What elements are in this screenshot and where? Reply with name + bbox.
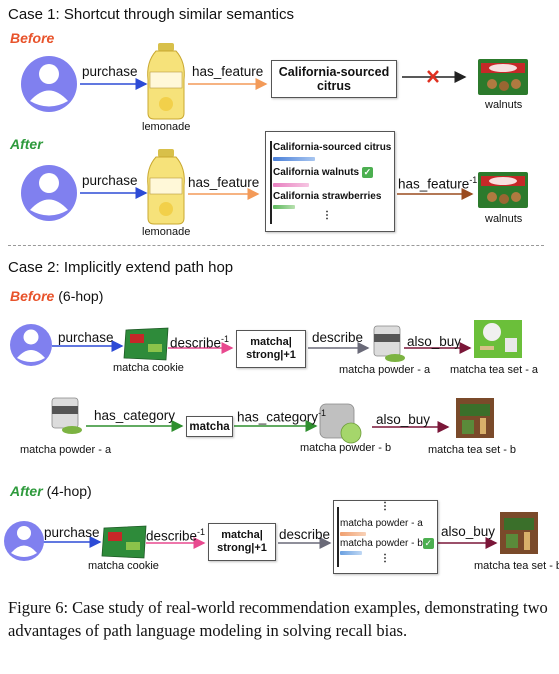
item-matcha-tea-set-a: matcha tea set - a — [450, 364, 539, 376]
case2-after-tag: After (4-hop) — [10, 483, 92, 499]
feature-list: California-sourced citrus California wal… — [265, 131, 395, 232]
category-box: matcha — [186, 416, 233, 437]
list-ellipsis: ⋮ — [380, 553, 390, 564]
matcha-tea-set-icon — [456, 398, 494, 438]
rel-describe-inverse: describe-1 — [170, 334, 230, 351]
item-matcha-tea-set-b: matcha tea set - b — [474, 560, 559, 572]
item-matcha-powder-b: matcha powder - b — [300, 442, 392, 454]
list-ellipsis: ⋮ — [380, 501, 390, 512]
tag-box: matcha| strong|+1 — [236, 330, 306, 368]
matcha-powder-icon — [51, 397, 82, 434]
rel-describe: describe — [312, 330, 364, 345]
rel-has-feature-inverse: has_feature-1 — [398, 175, 478, 192]
list-bar — [273, 157, 315, 161]
case2-before-tag: Before (6-hop) — [10, 288, 104, 304]
matcha-powder-icon — [373, 325, 405, 362]
rel-describe-inverse: describe-1 — [146, 527, 206, 544]
tag-box: matcha| strong|+1 — [208, 523, 276, 561]
section-divider — [8, 245, 544, 246]
list-item: matcha powder - b✓ — [340, 538, 434, 550]
list-bar — [340, 532, 366, 536]
check-icon: ✓ — [422, 538, 434, 549]
lemonade-bottle-icon — [147, 149, 185, 225]
rel-has-feature: has_feature — [192, 64, 264, 79]
matcha-powder-icon — [319, 403, 362, 444]
rel-has-feature: has_feature — [188, 175, 260, 190]
check-icon: ✓ — [361, 167, 373, 178]
list-item: California-sourced citrus — [273, 142, 392, 153]
user-avatar-icon — [10, 324, 52, 366]
item-matcha-powder-a: matcha powder - a — [20, 444, 112, 456]
rel-purchase: purchase — [58, 330, 114, 345]
item-walnuts: walnuts — [485, 213, 523, 225]
powder-list: ⋮ matcha powder - a matcha powder - b✓ ⋮ — [333, 500, 438, 574]
item-lemonade: lemonade — [142, 121, 191, 133]
rel-also-buy: also_buy — [441, 524, 496, 539]
item-matcha-powder-a: matcha powder - a — [339, 364, 431, 376]
rel-has-category-inverse: has_category-1 — [237, 408, 327, 425]
rel-also-buy: also_buy — [407, 334, 462, 349]
rel-describe: describe — [279, 527, 331, 542]
rel-purchase: purchase — [82, 173, 138, 188]
matcha-cookie-icon — [123, 327, 169, 361]
cross-icon — [427, 70, 439, 83]
case1-after-tag: After — [10, 136, 43, 152]
list-item: California walnuts ✓ — [273, 167, 373, 179]
rel-purchase: purchase — [44, 525, 100, 540]
case2-title: Case 2: Implicitly extend path hop — [8, 259, 234, 276]
item-walnuts: walnuts — [485, 99, 523, 111]
user-avatar-icon — [21, 165, 77, 221]
walnuts-bag-icon — [478, 172, 528, 208]
list-rail — [270, 141, 272, 224]
walnuts-bag-icon — [478, 59, 528, 95]
list-ellipsis: ⋮ — [322, 210, 332, 221]
rel-purchase: purchase — [82, 64, 138, 79]
case1-before-tag: Before — [10, 30, 55, 46]
user-avatar-icon — [21, 56, 77, 112]
matcha-tea-set-icon — [474, 320, 522, 358]
list-rail — [337, 507, 339, 567]
list-bar — [273, 205, 295, 209]
feature-box: California-sourced citrus — [271, 60, 397, 98]
rel-has-category: has_category — [94, 408, 176, 423]
figure-caption: Figure 6: Case study of real-world recom… — [8, 598, 548, 640]
list-bar — [340, 551, 362, 555]
item-matcha-cookie: matcha cookie — [113, 362, 184, 374]
list-item: California strawberries — [273, 191, 382, 202]
item-matcha-tea-set-b: matcha tea set - b — [428, 444, 517, 456]
list-item: matcha powder - a — [340, 518, 423, 529]
rel-also-buy: also_buy — [376, 412, 431, 427]
list-bar — [273, 183, 309, 187]
matcha-cookie-icon — [101, 525, 147, 559]
item-lemonade: lemonade — [142, 226, 191, 238]
lemonade-bottle-icon — [147, 43, 185, 120]
user-avatar-icon — [4, 521, 44, 561]
case1-title: Case 1: Shortcut through similar semanti… — [8, 6, 294, 23]
item-matcha-cookie: matcha cookie — [88, 560, 159, 572]
matcha-tea-set-icon — [500, 512, 538, 554]
